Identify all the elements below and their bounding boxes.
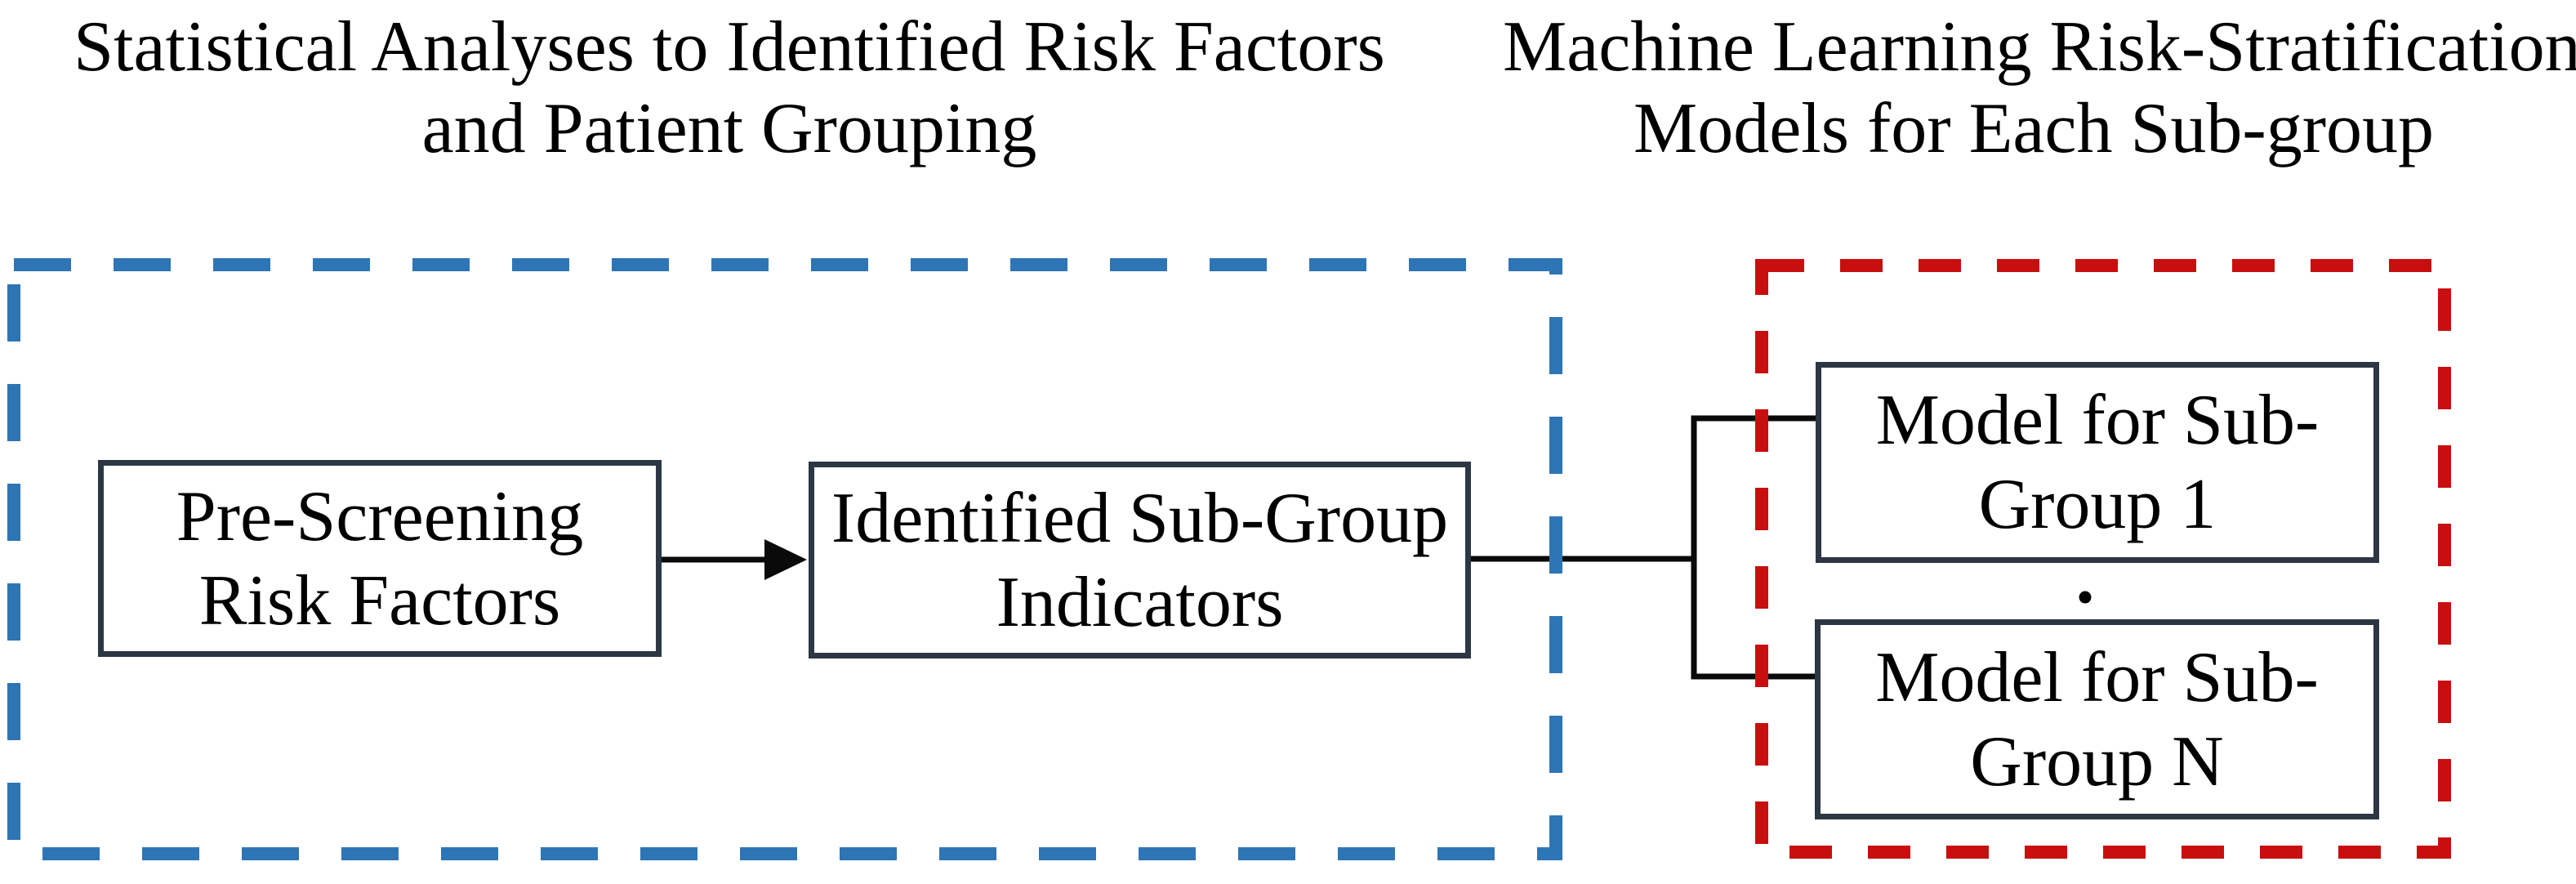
node-indicators-line1: Identified Sub-Group [831, 478, 1449, 558]
node-identified-sub-group-indicators: Identified Sub-Group Indicators [809, 462, 1471, 659]
left-title-line2: and Patient Grouping [421, 89, 1037, 168]
node-model-sub-group-1: Model for Sub- Group 1 [1816, 362, 2379, 563]
right-title-line2: Models for Each Sub-group [1633, 89, 2435, 168]
right-section-title: Machine Learning Risk-Stratification Mod… [1503, 7, 2576, 170]
left-section-title: Statistical Analyses to Identified Risk … [35, 7, 1424, 170]
blue-dashed-region [7, 258, 1562, 860]
node-model-1-line1: Model for Sub- [1875, 381, 2320, 460]
ellipsis-dot: . [2075, 535, 2095, 618]
branch-connector [1691, 415, 1816, 680]
node-model-n-line1: Model for Sub- [1875, 637, 2319, 717]
node-model-n-line2: Group N [1970, 721, 2224, 801]
right-title-line1: Machine Learning Risk-Stratification [1503, 7, 2576, 87]
left-title-line1: Statistical Analyses to Identified Risk … [74, 7, 1385, 87]
node-indicators-line2: Indicators [996, 562, 1284, 642]
node-pre-screening-line2: Risk Factors [198, 560, 561, 641]
arrowhead-icon [764, 539, 807, 580]
red-dashed-region [1755, 259, 2451, 859]
node-pre-screening-risk-factors: Pre-Screening Risk Factors [98, 460, 662, 657]
node-pre-screening-line1: Pre-Screening [176, 476, 584, 556]
node-model-sub-group-n: Model for Sub- Group N [1815, 619, 2379, 819]
node-model-1-line2: Group 1 [1978, 465, 2217, 544]
